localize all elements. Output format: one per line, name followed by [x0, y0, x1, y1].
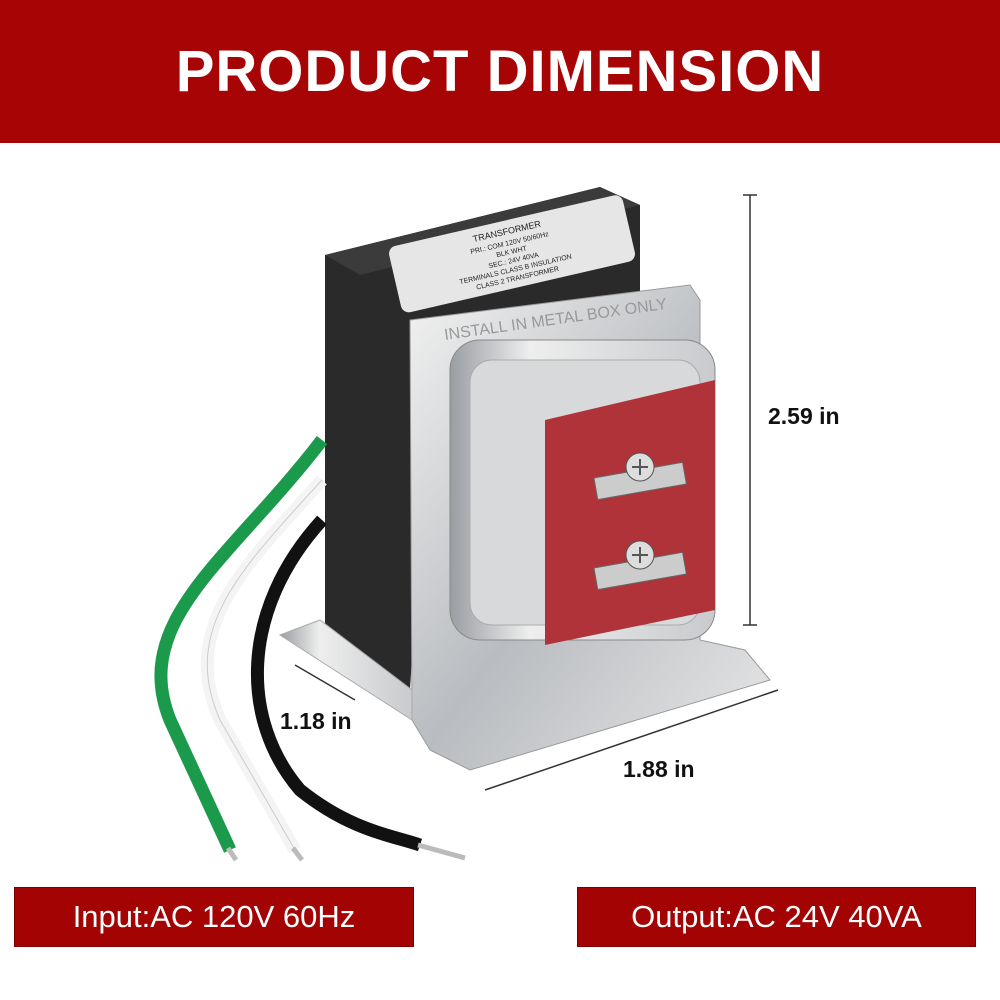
- terminal-screw-bottom: [593, 540, 687, 591]
- input-spec-badge: Input:AC 120V 60Hz: [14, 887, 414, 947]
- height-dimension: 2.59 in: [768, 403, 840, 429]
- width-dimension: 1.88 in: [623, 756, 695, 782]
- dimension-lines: [294, 194, 779, 791]
- terminal-screw-top: [593, 452, 687, 501]
- depth-dimension: 1.18 in: [280, 708, 352, 734]
- black-wire: [250, 515, 423, 852]
- header-banner: PRODUCT DIMENSION: [0, 0, 1000, 143]
- output-spec-badge: Output:AC 24V 40VA: [577, 887, 976, 947]
- transformer-illustration: TRANSFORMER PRI.: COM 120V 50/60Hz BLK W…: [154, 187, 779, 862]
- terminal-plate: [545, 380, 715, 645]
- page-title: PRODUCT DIMENSION: [175, 39, 825, 104]
- green-wire: [154, 436, 328, 853]
- rating-label: TRANSFORMER PRI.: COM 120V 50/60Hz BLK W…: [389, 195, 636, 313]
